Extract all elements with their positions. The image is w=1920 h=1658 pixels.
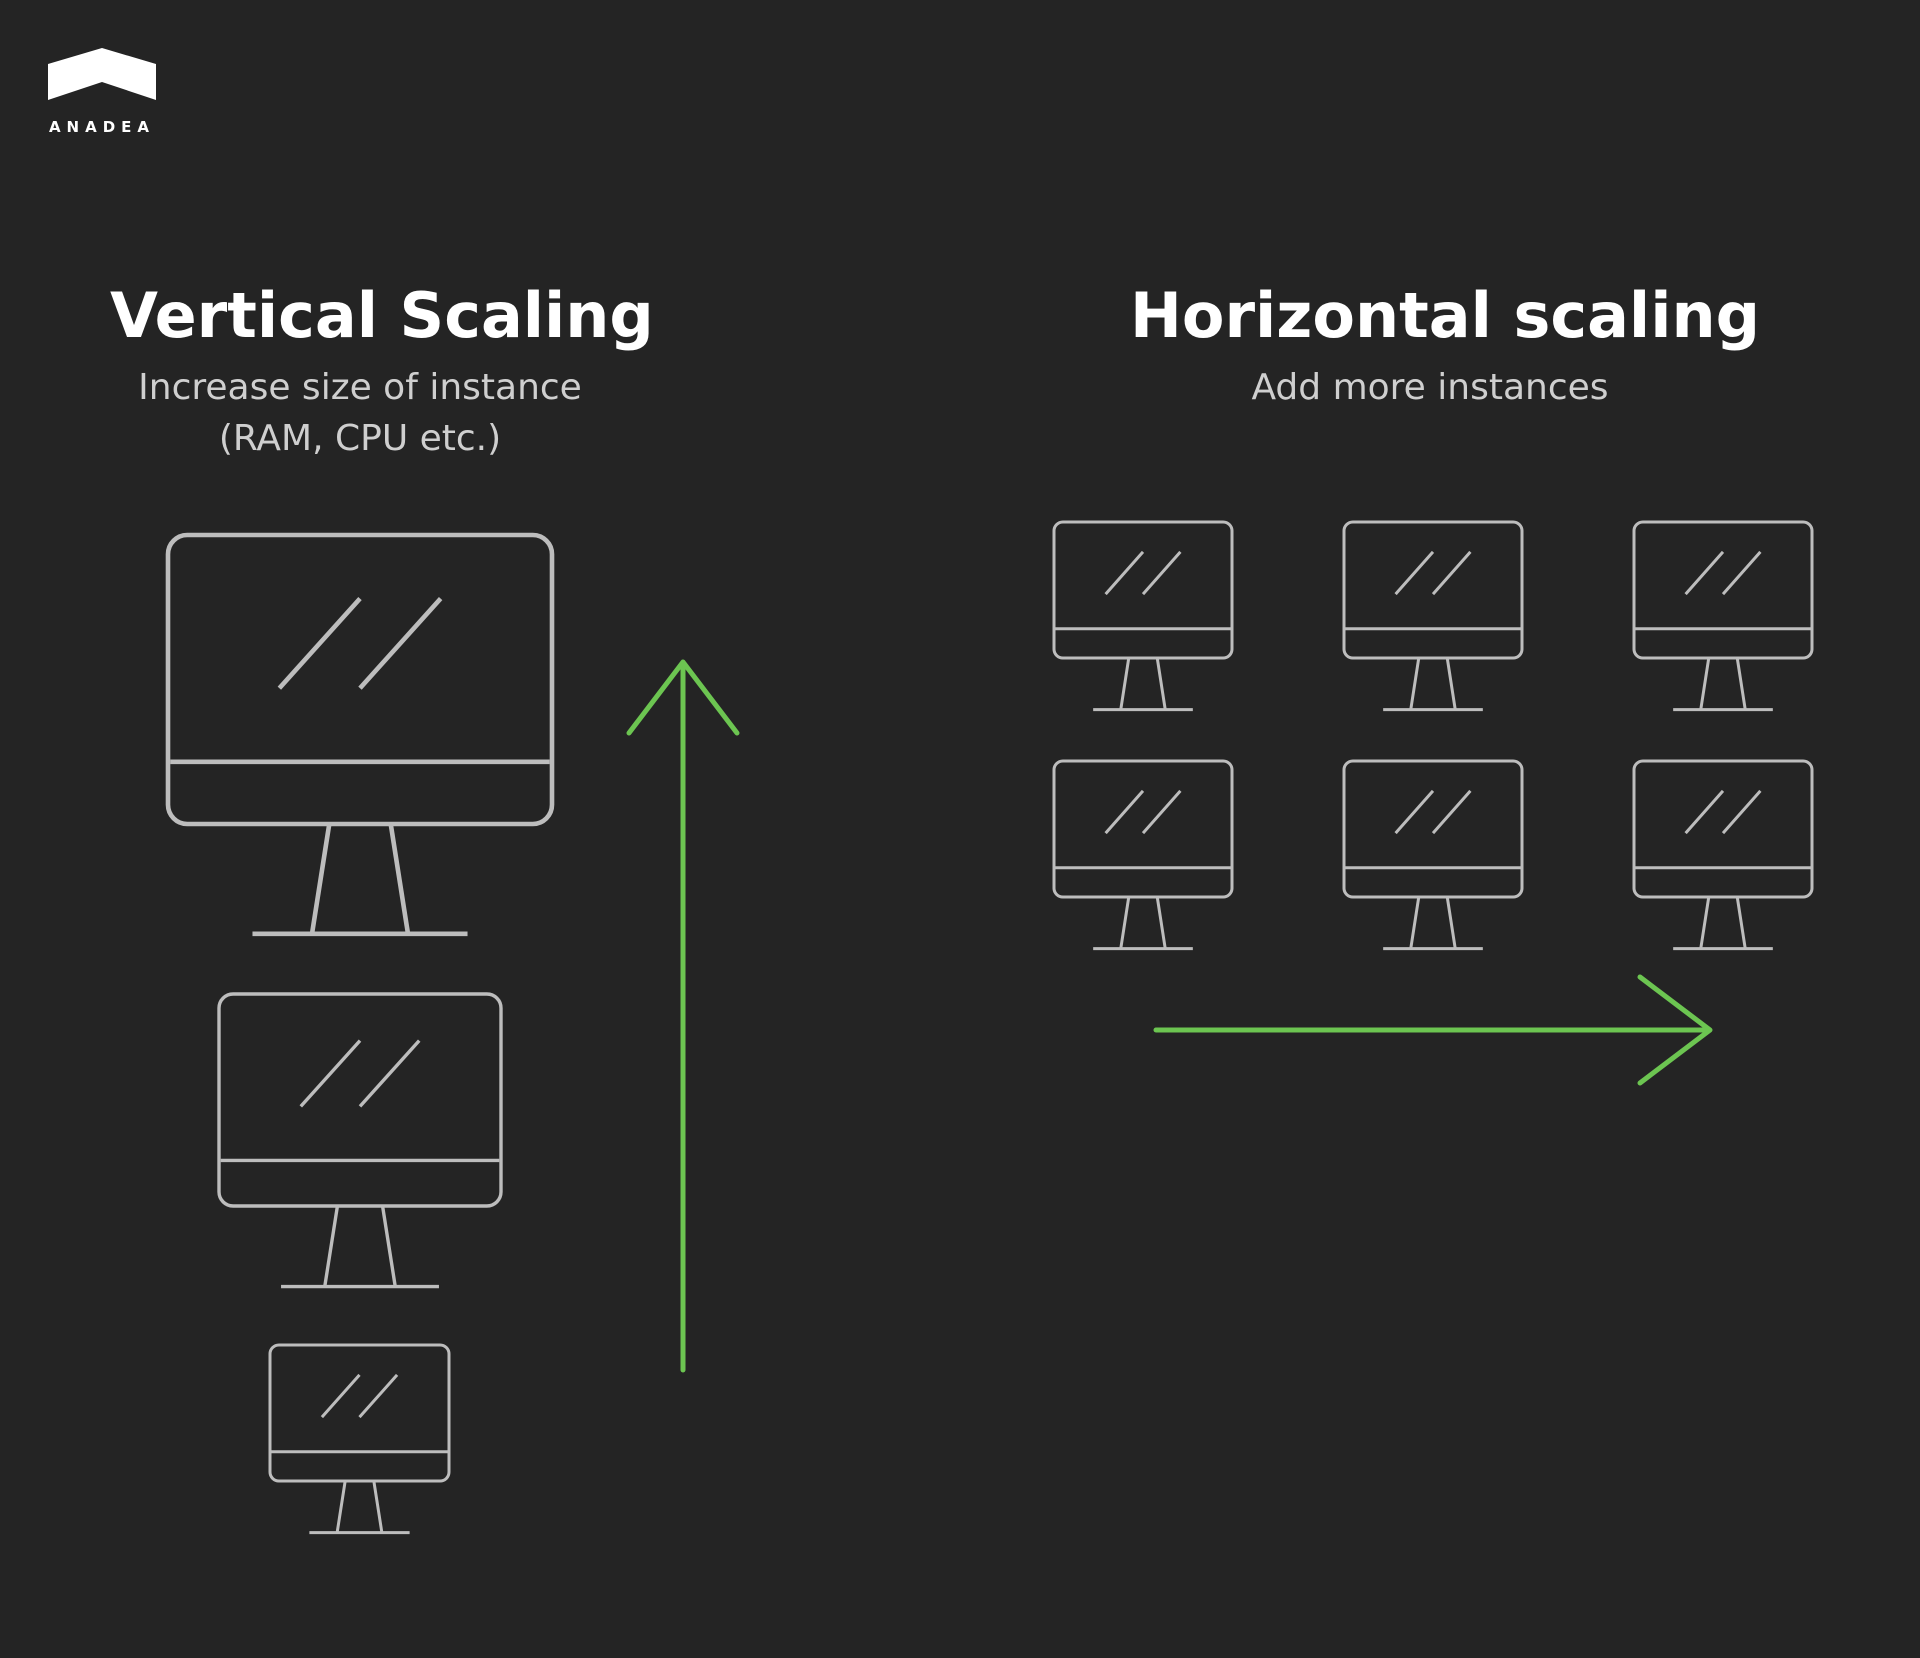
monitor-stand-leg <box>1155 896 1167 949</box>
monitor-stand-leg <box>1699 896 1711 949</box>
horizontal-instance-monitor-icon <box>1342 759 1524 951</box>
horizontal-instances-group <box>1052 520 1814 951</box>
vertical-scaling-title: Vertical Scaling <box>110 279 654 352</box>
monitor-frame <box>1052 759 1234 899</box>
monitor-stand-leg <box>335 1480 347 1533</box>
vertical-instances-group <box>165 532 555 1535</box>
horizontal-instance-monitor-icon <box>1632 759 1814 951</box>
monitor-stand-leg <box>1735 657 1747 710</box>
vertical-arrow-head <box>626 659 740 736</box>
horizontal-instance-monitor-icon <box>1052 759 1234 951</box>
vertical-instance-monitor-icon <box>268 1343 451 1535</box>
monitor-stand-leg <box>1735 896 1747 949</box>
monitor-stand-leg <box>1445 896 1457 949</box>
screen-glare-line <box>1721 789 1762 835</box>
horizontal-instance-monitor-icon <box>1342 520 1524 712</box>
monitor-frame <box>217 992 503 1208</box>
horizontal-instance-monitor-icon <box>1632 520 1814 712</box>
monitor-frame <box>1342 520 1524 660</box>
monitor-stand-leg <box>1445 657 1457 710</box>
horizontal-arrow-head <box>1637 974 1713 1086</box>
monitor-stand-leg <box>1155 657 1167 710</box>
vertical-instance-monitor-icon <box>165 532 555 937</box>
vertical-scaling-subtitle-line-1: Increase size of instance <box>138 367 582 408</box>
monitor-frame <box>1342 759 1524 899</box>
monitor-stand-leg <box>309 823 332 935</box>
monitor-stand-leg <box>1119 657 1131 710</box>
monitor-stand-leg <box>388 823 411 935</box>
screen-glare-line <box>1394 789 1435 835</box>
screen-glare-line <box>358 597 443 690</box>
horizontal-scaling-subtitle: Add more instances <box>1251 367 1609 408</box>
screen-glare-line <box>1104 550 1145 596</box>
screen-glare-line <box>358 1039 421 1108</box>
screen-glare-line <box>277 597 362 690</box>
vertical-growth-arrow <box>626 659 740 1373</box>
monitor-stand-leg <box>1699 657 1711 710</box>
screen-glare-line <box>1721 550 1762 596</box>
monitor-frame <box>165 532 555 827</box>
screen-glare-line <box>299 1039 362 1108</box>
monitor-frame <box>1632 759 1814 899</box>
screen-glare-line <box>1141 789 1182 835</box>
horizontal-scaling-title: Horizontal scaling <box>1130 279 1760 352</box>
horizontal-growth-arrow <box>1153 974 1713 1086</box>
screen-glare-line <box>320 1373 361 1419</box>
anadea-logo-icon <box>48 48 156 100</box>
screen-glare-line <box>1394 550 1435 596</box>
monitor-stand-leg <box>380 1205 397 1287</box>
monitor-stand-leg <box>1409 896 1421 949</box>
monitor-frame <box>1052 520 1234 660</box>
screen-glare-line <box>1684 789 1725 835</box>
monitor-stand-leg <box>372 1480 384 1533</box>
vertical-scaling-subtitle-line-2: (RAM, CPU etc.) <box>218 418 502 459</box>
monitor-stand-leg <box>1409 657 1421 710</box>
vertical-instance-monitor-icon <box>217 992 503 1289</box>
logo-wordmark: ANADEA <box>48 118 156 136</box>
screen-glare-line <box>1431 550 1472 596</box>
monitor-frame <box>1632 520 1814 660</box>
monitor-stand-leg <box>323 1205 340 1287</box>
screen-glare-line <box>1104 789 1145 835</box>
screen-glare-line <box>1684 550 1725 596</box>
screen-glare-line <box>358 1373 399 1419</box>
monitor-stand-leg <box>1119 896 1131 949</box>
horizontal-instance-monitor-icon <box>1052 520 1234 712</box>
monitor-frame <box>268 1343 451 1483</box>
screen-glare-line <box>1141 550 1182 596</box>
screen-glare-line <box>1431 789 1472 835</box>
